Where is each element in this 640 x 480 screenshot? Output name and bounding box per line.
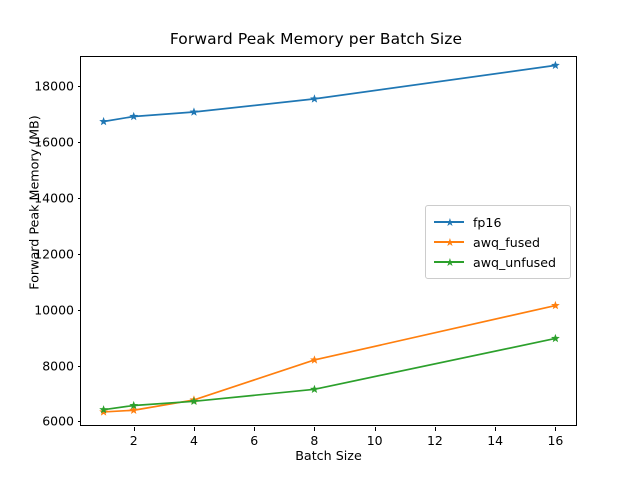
data-point-marker — [189, 107, 199, 116]
data-point-marker — [99, 405, 108, 414]
y-tick-mark — [77, 253, 81, 255]
legend-label-awq-fused: awq_fused — [473, 234, 541, 250]
y-tick-mark — [77, 198, 81, 199]
series-line-fp16 — [103, 64, 556, 123]
data-point-marker — [99, 116, 108, 126]
legend-swatch-awq-unfused: ★ — [434, 256, 464, 268]
x-tick-mark — [314, 427, 316, 431]
x-axis-label: Batch Size — [295, 448, 362, 463]
x-tick-mark — [495, 427, 497, 431]
x-tick-label: 4 — [190, 433, 198, 448]
legend-item-awq-unfused: ★ awq_unfused — [434, 252, 561, 272]
legend-label-fp16: fp16 — [473, 214, 502, 230]
x-tick-label: 12 — [426, 433, 443, 448]
series-canvas — [99, 60, 560, 416]
x-tick-label: 14 — [487, 433, 504, 448]
data-point-marker — [129, 111, 139, 121]
x-tick-label: 2 — [129, 433, 138, 448]
data-point-marker — [129, 405, 139, 414]
x-tick-mark — [434, 427, 436, 431]
y-tick-label: 16000 — [34, 134, 74, 150]
y-tick-label: 14000 — [34, 190, 74, 206]
x-tick-mark — [194, 427, 195, 431]
data-point-marker — [129, 400, 139, 410]
data-point-marker — [551, 333, 560, 343]
y-tick-mark — [77, 365, 81, 367]
series-line-awq_fused — [103, 304, 556, 413]
x-tick-mark — [254, 427, 256, 431]
x-tick-mark — [374, 427, 376, 431]
y-tick-label: 6000 — [42, 413, 74, 429]
data-point-marker — [310, 355, 319, 364]
star-marker-icon: ★ — [445, 236, 455, 249]
y-tick-label: 12000 — [34, 246, 74, 262]
x-tick-mark — [133, 427, 135, 431]
legend-item-awq-fused: ★ awq_fused — [434, 232, 561, 252]
y-tick-mark — [77, 86, 81, 88]
y-tick-mark — [77, 421, 81, 423]
chart-legend: ★ fp16 ★ awq_fused ★ awq_unfused — [425, 205, 571, 279]
y-tick-mark — [77, 142, 81, 144]
series-line-awq_unfused — [103, 337, 556, 411]
y-tick-label: 8000 — [42, 358, 74, 374]
x-tick-label: 6 — [250, 433, 259, 448]
star-marker-icon: ★ — [445, 256, 455, 269]
data-point-marker — [551, 60, 560, 70]
y-tick-label: 18000 — [34, 78, 74, 94]
data-point-marker — [310, 94, 319, 103]
legend-item-fp16: ★ fp16 — [434, 212, 561, 232]
x-tick-label: 10 — [366, 433, 383, 448]
y-tick-mark — [77, 309, 81, 311]
y-tick-label: 10000 — [34, 302, 74, 318]
legend-label-awq-unfused: awq_unfused — [473, 254, 556, 270]
legend-swatch-fp16: ★ — [434, 216, 464, 228]
x-tick-label: 16 — [547, 433, 564, 448]
chart-title: Forward Peak Memory per Batch Size — [0, 30, 640, 48]
y-axis-label: Forward Peak Memory (MB) — [26, 115, 42, 290]
data-point-marker — [189, 396, 199, 406]
data-point-marker — [551, 300, 560, 310]
legend-swatch-awq-fused: ★ — [434, 236, 464, 248]
x-tick-mark — [555, 427, 557, 431]
chart-title-text: Forward Peak Memory per Batch Size — [169, 30, 463, 48]
x-tick-label: 8 — [310, 433, 319, 448]
star-marker-icon: ★ — [445, 216, 455, 229]
data-point-marker — [310, 384, 319, 394]
